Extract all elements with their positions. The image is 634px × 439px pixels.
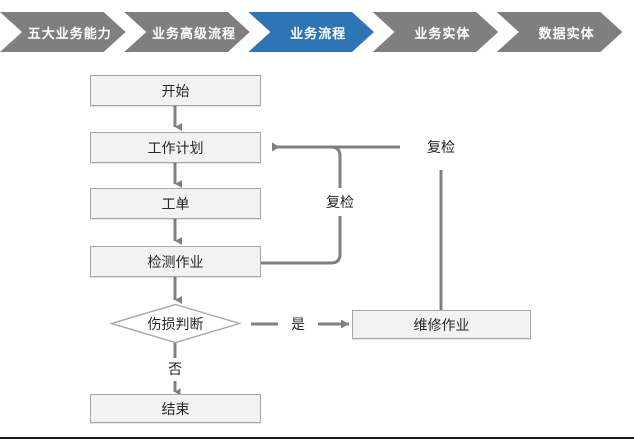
edge-label-recheck-outer-text: 复检 [427,140,455,156]
edge-label-recheck-outer: 复检 [411,135,471,159]
node-repair-label: 维修作业 [413,317,470,334]
node-damage-decision[interactable]: 伤损判断 [109,303,242,344]
breadcrumb-chevron-shape-0 [0,12,126,52]
edge-recheck-inner-lower [261,216,342,265]
node-repair[interactable]: 维修作业 [352,310,531,339]
node-damage-decision-label: 伤损判断 [147,316,204,333]
node-work-plan[interactable]: 工作计划 [90,132,261,163]
edge-label-recheck-inner-text: 复检 [326,195,354,211]
diamond-shape [109,303,242,344]
node-end[interactable]: 结束 [90,394,261,423]
edge-label-no-text: 否 [168,362,182,378]
edge-label-yes: 是 [283,312,313,336]
edge-recheck-inner-upper [272,142,342,188]
node-inspection-label: 检测作业 [147,254,204,271]
breadcrumb-shapes [0,12,623,52]
node-work-order-label: 工单 [161,196,190,213]
node-end-label: 结束 [161,401,190,418]
node-work-order[interactable]: 工单 [90,188,261,219]
breadcrumb-chevron-shape-2 [248,12,374,52]
node-work-plan-label: 工作计划 [147,140,204,157]
edge-label-recheck-inner: 复检 [310,190,370,214]
edge-label-no: 否 [160,357,190,381]
breadcrumb-chevron-shape-3 [372,12,499,52]
node-start[interactable]: 开始 [90,75,261,106]
breadcrumb-chevron-shape-1 [124,12,250,52]
breadcrumb-chevron-shape-4 [496,12,623,52]
edge-label-yes-text: 是 [291,317,305,333]
node-start-label: 开始 [161,83,190,100]
node-inspection[interactable]: 检测作业 [90,246,261,277]
